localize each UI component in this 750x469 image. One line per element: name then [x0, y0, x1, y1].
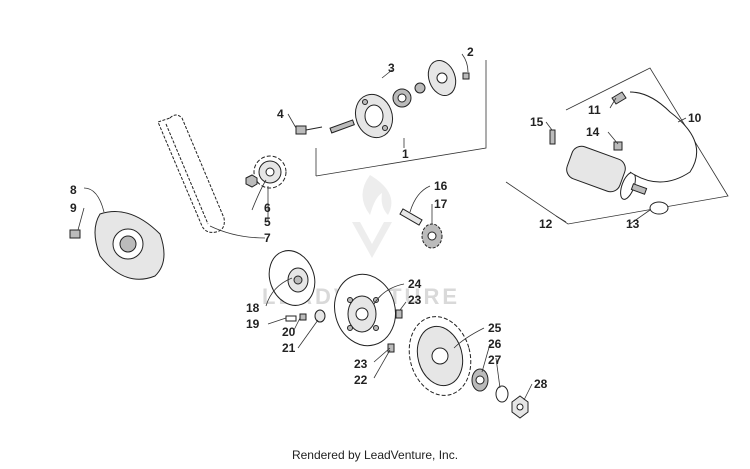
callout-18: 18 [246, 301, 260, 315]
callout-15: 15 [530, 115, 544, 129]
oil-pump-assembly [295, 60, 487, 177]
leader-lines [77, 53, 687, 401]
callout-7: 7 [264, 231, 271, 245]
callout-3: 3 [388, 61, 395, 75]
callout-5: 5 [264, 215, 271, 229]
callout-21: 21 [282, 341, 296, 355]
callout-17: 17 [434, 197, 448, 211]
callout-9: 9 [70, 201, 77, 215]
footer-credit: Rendered by LeadVenture, Inc. [291, 448, 459, 462]
side-cover [69, 211, 165, 280]
callout-10: 10 [688, 111, 702, 125]
callout-12: 12 [539, 217, 553, 231]
callout-13: 13 [626, 217, 640, 231]
callout-26: 26 [488, 337, 502, 351]
callout-4: 4 [277, 107, 284, 121]
callout-20: 20 [282, 325, 296, 339]
idler-gear [399, 208, 443, 249]
callout-2: 2 [467, 45, 474, 59]
callout-11: 11 [588, 103, 601, 117]
callout-14: 14 [586, 125, 600, 139]
callout-8: 8 [70, 183, 77, 197]
callout-28: 28 [534, 377, 548, 391]
callout-16: 16 [434, 179, 448, 193]
flywheel-assembly [268, 250, 529, 419]
cam-chain-sprocket [157, 114, 287, 233]
callout-23a: 23 [408, 293, 422, 307]
callout-25: 25 [488, 321, 502, 335]
callout-22: 22 [354, 373, 368, 387]
callout-19: 19 [246, 317, 260, 331]
callout-27: 27 [488, 353, 502, 367]
callout-23b: 23 [354, 357, 368, 371]
callout-24: 24 [408, 277, 422, 291]
watermark-logo [352, 175, 392, 258]
starter-motor-assembly [505, 67, 729, 225]
callout-1: 1 [402, 147, 409, 161]
callout-6: 6 [264, 201, 271, 215]
callout-labels: 1 2 3 4 5 6 7 8 9 10 11 12 13 14 15 16 1… [70, 45, 702, 391]
